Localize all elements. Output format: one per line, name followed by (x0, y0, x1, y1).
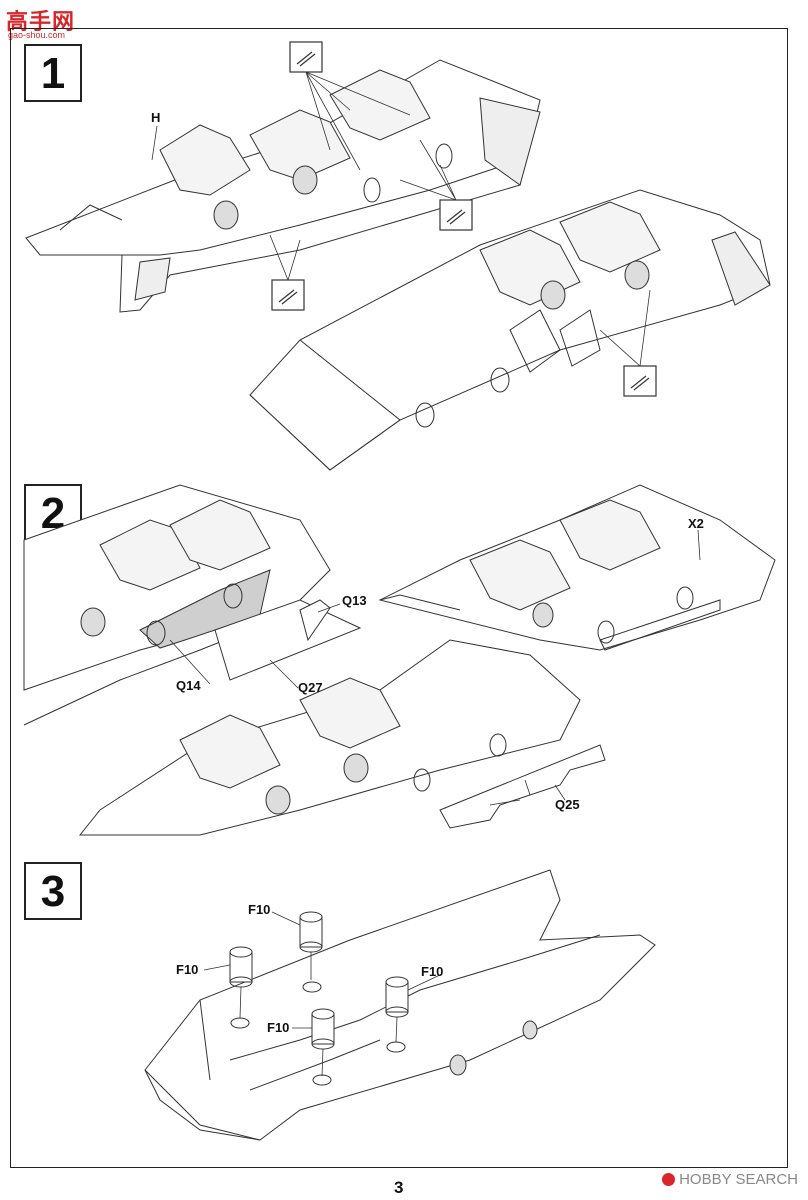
watermark-bottom: HOBBY SEARCH (662, 1171, 798, 1188)
step-1-hull-lower-right (249, 189, 771, 471)
callout-q14: Q14 (176, 678, 201, 693)
callout-q25: Q25 (555, 797, 580, 812)
step-1-hull-upper-left (25, 59, 541, 313)
callout-f10-d: F10 (267, 1020, 290, 1035)
watermark-url: gao-shou.com (8, 30, 66, 40)
leader-lines (169, 529, 701, 1029)
step-2-hull-lower (78, 639, 606, 836)
callout-h: H (151, 110, 161, 125)
hobbysearch-logo-icon (662, 1173, 676, 1186)
callout-q27: Q27 (298, 680, 323, 695)
step-3-number: 3 (24, 862, 82, 920)
step-1-part-callouts (269, 41, 657, 397)
step-2-hull-left (23, 484, 362, 726)
callout-f10-b: F10 (176, 962, 199, 977)
callout-f10-c: F10 (421, 964, 444, 979)
watermark-bottom-text: HOBBY SEARCH (679, 1171, 798, 1188)
step-2-hull-right (378, 484, 776, 651)
callout-x2: X2 (688, 516, 704, 531)
page-number: 3 (394, 1178, 404, 1197)
callout-q13: Q13 (342, 593, 367, 608)
step-3-f10-parts (229, 911, 409, 1077)
instruction-sheet (10, 28, 788, 1168)
watermark-brand: 高手网 (6, 9, 76, 34)
watermark-top: 高手网 gao-shou.com (6, 4, 76, 40)
step-1-number: 1 (24, 44, 82, 102)
callout-f10-a: F10 (248, 902, 271, 917)
